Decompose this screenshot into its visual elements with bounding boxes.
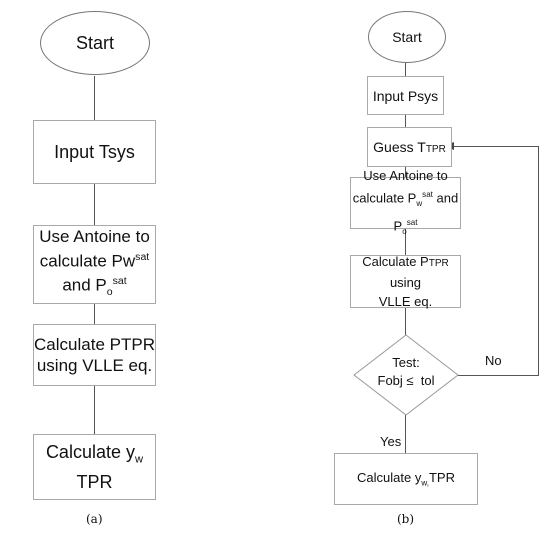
loop-back-right [458,375,538,376]
calc-b-line2: VLLE eq. [378,294,433,309]
connector-b-5 [405,308,406,335]
antoine-a-line2: calculate Pwsat [39,250,150,271]
connector-a-3 [94,304,95,324]
calc-box-b: Calculate PTPR using VLLE eq. [350,254,461,309]
loop-back-top [452,146,538,147]
connector-b-6 [405,415,406,453]
yw-a-line2: TPR [76,471,113,492]
connector-b-2 [405,115,406,127]
input-label-a: Input Tsys [54,141,135,162]
yw-a-line1: Calculate yw [45,442,144,466]
test-diamond-b [353,334,459,416]
antoine-box-b: Use Antoine to calculate Pwsat and Posat [350,168,461,235]
start-node-b: Start [368,11,446,63]
start-node-a: Start [40,11,150,75]
guess-box-b: Guess TTPR [367,127,452,167]
antoine-b-line2: calculate Pwsat and Posat [352,189,459,236]
no-label-b: No [485,353,502,368]
antoine-a-line1: Use Antoine to [39,226,150,246]
calc-box-a: Calculate PTPR using VLLE eq. [33,324,156,386]
input-label-b: Input Psys [372,87,439,104]
calc-b-line1: Calculate PTPR using [362,254,449,290]
final-box-b: Calculate yw,TPR [334,453,478,505]
test-line1-b: Test: [392,355,420,370]
loop-back-vertical [538,146,539,376]
calc-a-line2: using VLLE eq. [36,356,153,375]
connector-a-1 [94,76,95,120]
antoine-box-a: Use Antoine to calculate Pwsat and Posat [33,225,156,304]
connector-a-4 [94,386,95,434]
input-box-a: Input Tsys [33,120,156,184]
final-label-b: Calculate yw,TPR [357,470,455,488]
yw-box-a: Calculate yw TPR [33,434,156,500]
connector-b-3 [405,167,406,177]
input-box-b: Input Psys [367,76,444,115]
guess-label-b: Guess TTPR [373,139,446,155]
start-label-a: Start [75,32,114,53]
antoine-b-line1: Use Antoine to [363,167,448,183]
yes-label-b: Yes [380,434,402,449]
connector-b-4 [405,229,406,255]
test-line2-b: Fobj ≤ tol [377,373,435,388]
start-label-b: Start [392,29,422,45]
connector-b-1 [405,63,406,76]
caption-b: (b) [397,512,415,526]
connector-a-2 [94,184,95,225]
calc-a-line1: Calculate PTPR [34,335,155,354]
caption-a: (a) [86,512,103,526]
antoine-a-line3: and Posat [62,275,127,299]
